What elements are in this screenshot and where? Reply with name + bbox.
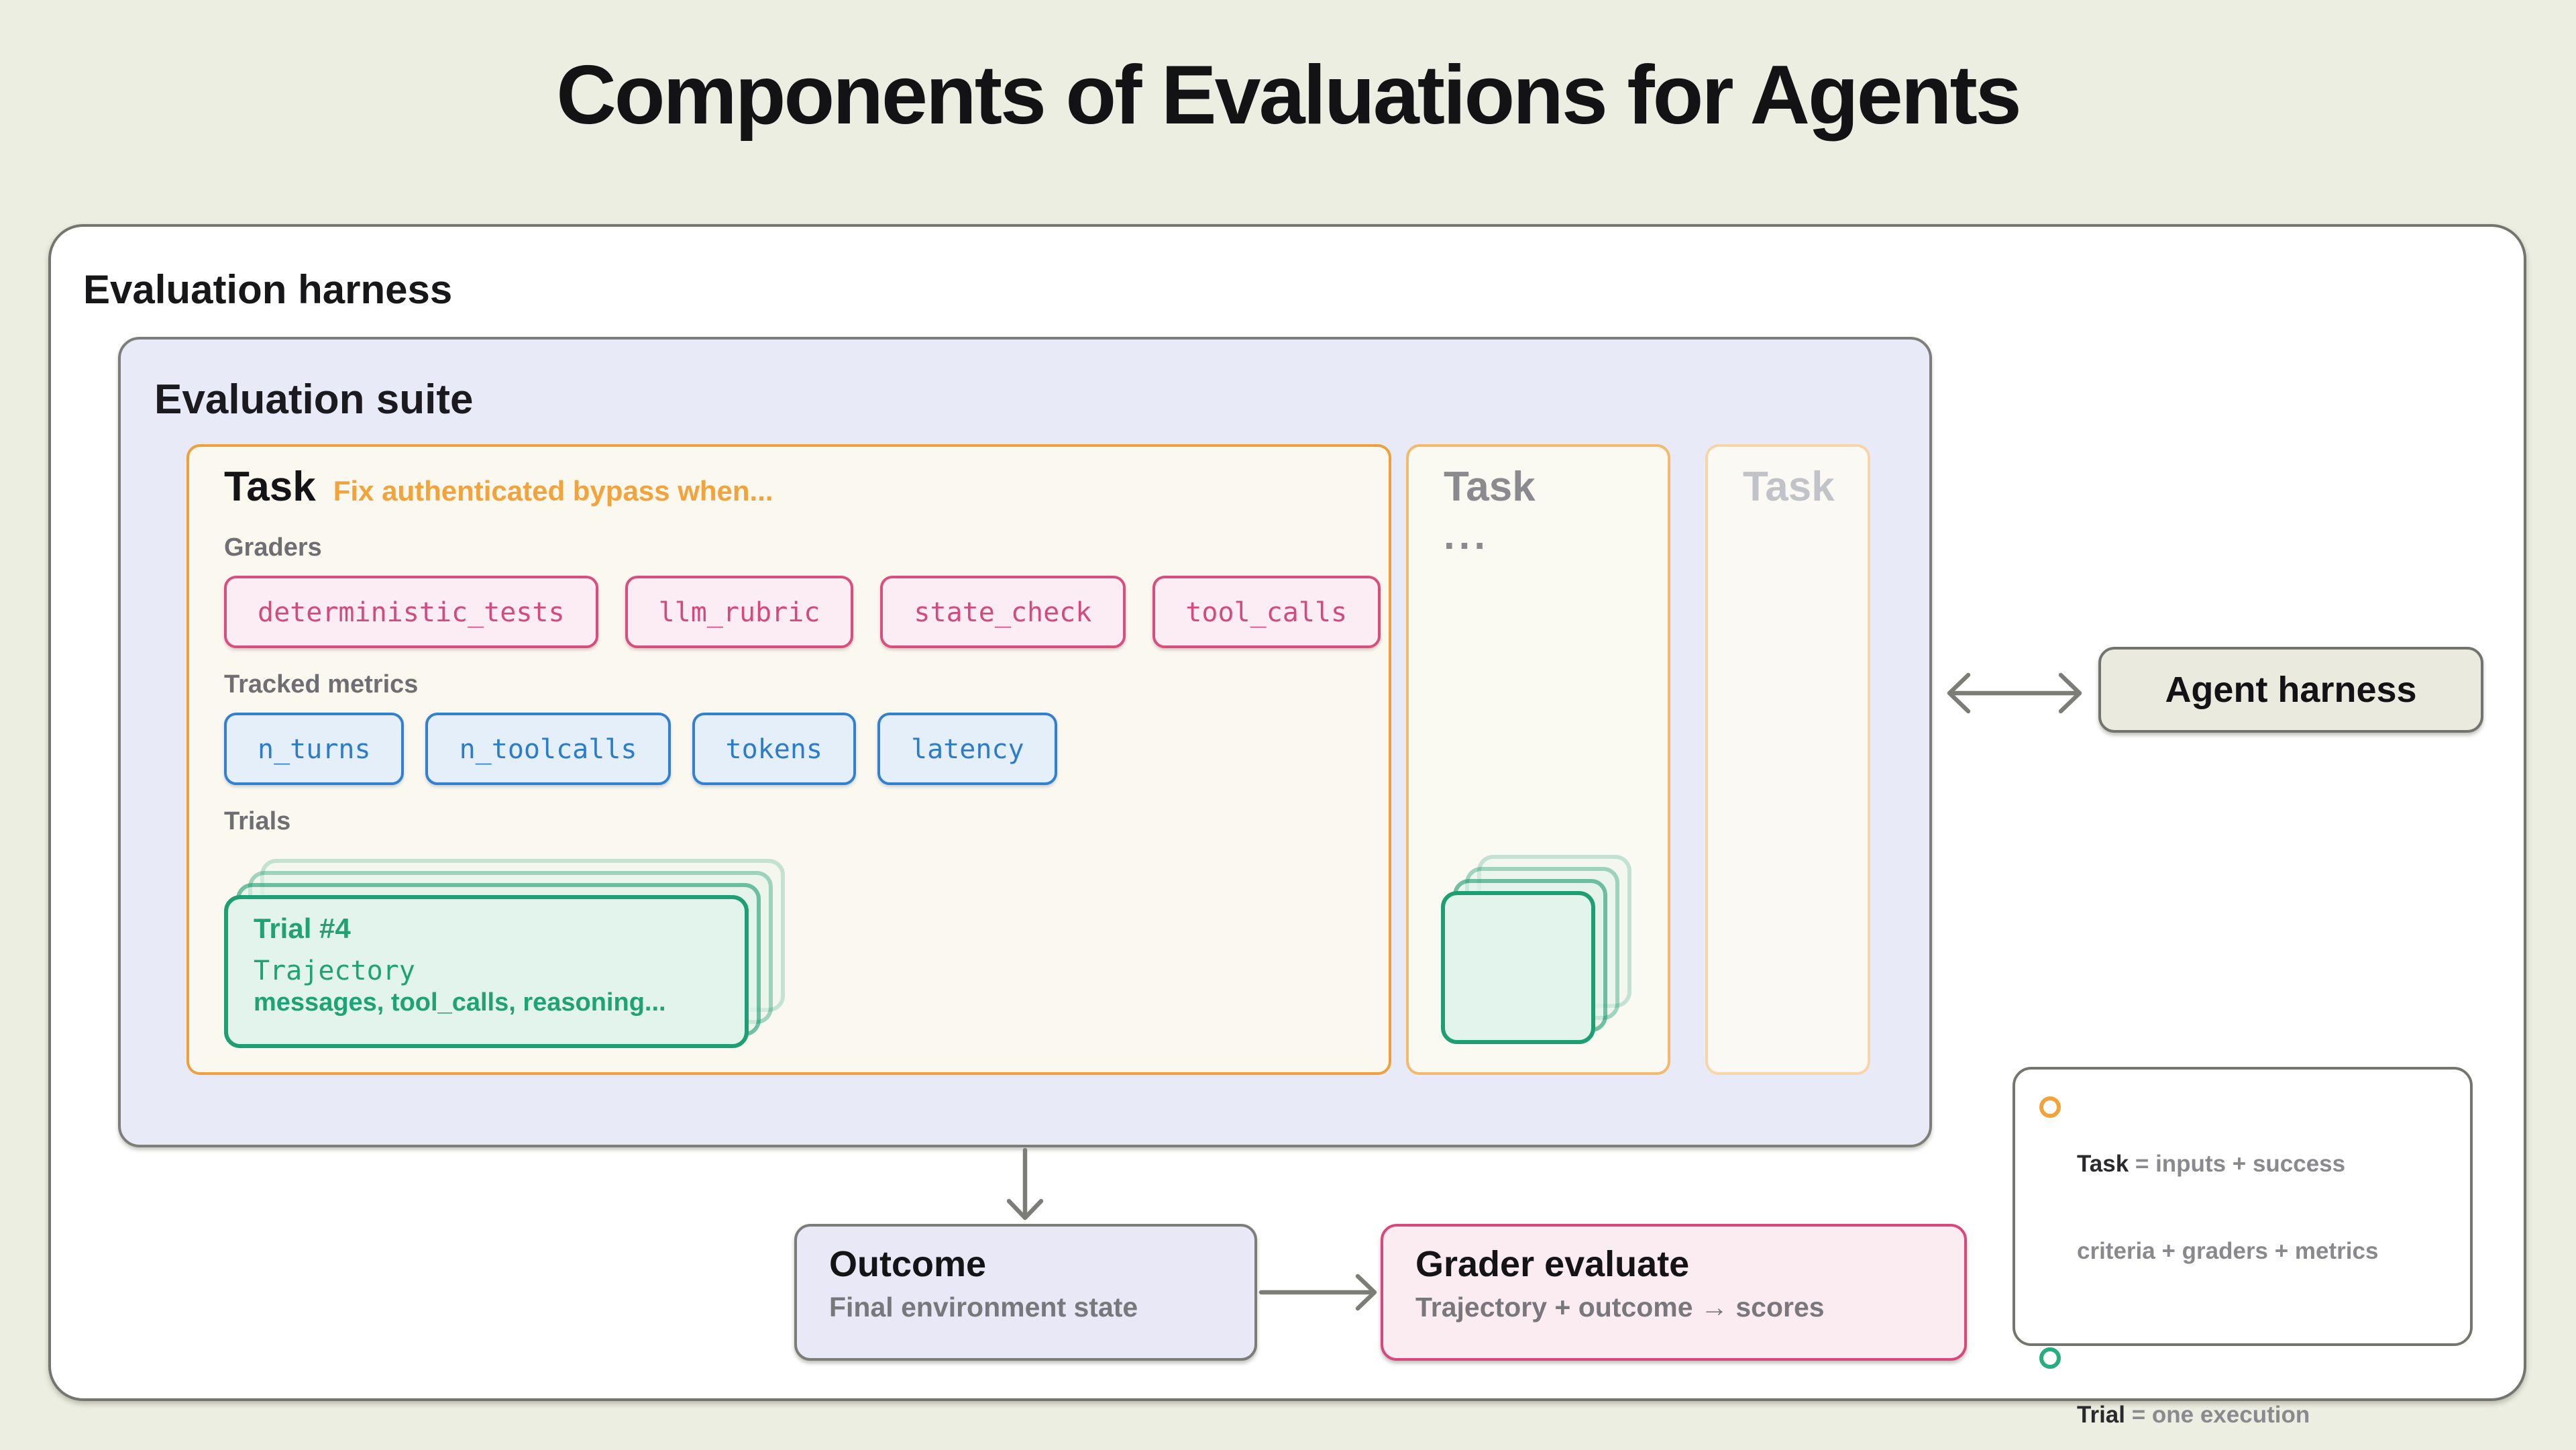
trial-card — [1441, 891, 1595, 1044]
outcome-box: Outcome Final environment state — [794, 1224, 1257, 1361]
task-heading: Task — [1743, 463, 1835, 510]
page-title: Components of Evaluations for Agents — [556, 50, 2022, 142]
task-card-third: Task — [1705, 444, 1870, 1075]
task-card-second: Task ... — [1406, 444, 1670, 1075]
metric-chip: latency — [877, 713, 1058, 785]
metric-chip: tokens — [692, 713, 856, 785]
legend-line: criteria + graders + metrics — [2077, 1237, 2379, 1265]
metric-chip: n_toolcalls — [425, 713, 671, 785]
legend-item-trial: Trial = one execution Trajectory = full … — [2039, 1343, 2470, 1450]
trial-mini-stack — [1441, 855, 1642, 1045]
trial-title: Trial #4 — [254, 914, 351, 945]
evaluation-harness-label: Evaluation harness — [83, 268, 453, 313]
trial-detail: messages, tool_calls, reasoning... — [254, 989, 666, 1017]
metric-chip-row: n_turns n_toolcalls tokens latency — [224, 713, 1389, 785]
task-heading-row: Task — [1444, 463, 1668, 511]
trajectory-label: Trajectory — [254, 954, 415, 986]
trial-card: Trial #4 Trajectory messages, tool_calls… — [224, 895, 749, 1048]
trial-stack: Trial #4 Trajectory messages, tool_calls… — [224, 859, 801, 1049]
task-heading: Task — [1444, 463, 1536, 510]
grader-evaluate-box: Grader evaluate Trajectory + outcome → s… — [1381, 1224, 1967, 1361]
legend-line: Task = inputs + success — [2077, 1150, 2346, 1178]
grader-chip: tool_calls — [1152, 576, 1381, 648]
task-card-main: Task Fix authenticated bypass when... Gr… — [186, 444, 1391, 1075]
ellipsis-label: ... — [1444, 514, 1490, 558]
outcome-title: Outcome — [829, 1244, 987, 1284]
grader-chip: state_check — [880, 576, 1126, 648]
task-description: Fix authenticated bypass when... — [333, 476, 773, 507]
task-heading: Task — [224, 463, 316, 510]
grader-chip: deterministic_tests — [224, 576, 598, 648]
agent-harness-box: Agent harness — [2098, 647, 2483, 733]
metric-chip: n_turns — [224, 713, 405, 785]
graders-label: Graders — [224, 534, 322, 562]
outcome-subtitle: Final environment state — [829, 1292, 1138, 1323]
tracked-metrics-label: Tracked metrics — [224, 671, 419, 699]
grader-chip-row: deterministic_tests llm_rubric state_che… — [224, 576, 1389, 648]
grader-evaluate-title: Grader evaluate — [1415, 1244, 1690, 1284]
legend-box: Task = inputs + success criteria + grade… — [2012, 1067, 2473, 1428]
legend-line: Trial = one execution — [2077, 1400, 2310, 1428]
evaluation-suite-label: Evaluation suite — [154, 376, 474, 423]
trial-legend-ring-icon — [2039, 1347, 2061, 1368]
task-heading-row: Task — [1743, 463, 1868, 511]
agent-harness-label: Agent harness — [2165, 669, 2417, 709]
grader-chip: llm_rubric — [625, 576, 854, 648]
grader-evaluate-subtitle: Trajectory + outcome → scores — [1415, 1292, 1825, 1323]
task-heading-row: Task Fix authenticated bypass when... — [224, 463, 1389, 511]
task-legend-ring-icon — [2039, 1096, 2061, 1118]
legend-item-task: Task = inputs + success criteria + grade… — [2039, 1092, 2470, 1325]
trials-label: Trials — [224, 808, 291, 836]
